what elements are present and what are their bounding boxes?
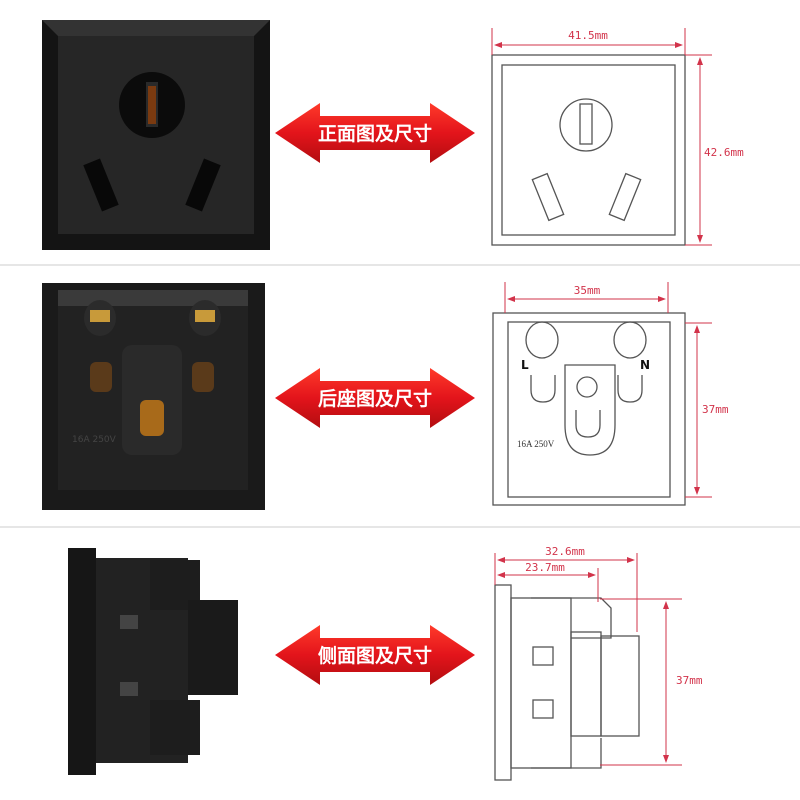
side-label: 侧面图及尺寸 bbox=[318, 644, 432, 667]
neutral-mark: N bbox=[640, 358, 650, 372]
photo-rating-text: 16A 250V bbox=[72, 435, 117, 445]
front-width-dim: 41.5mm bbox=[568, 29, 608, 42]
side-photo bbox=[68, 548, 238, 775]
front-arrow: 正面图及尺寸 bbox=[275, 103, 475, 163]
rear-arrow: 后座图及尺寸 bbox=[275, 368, 475, 428]
rear-height-dim: 37mm bbox=[702, 403, 729, 416]
live-mark: L bbox=[521, 358, 529, 372]
rear-drawing: L N 16A 250V 35mm 37mm bbox=[492, 282, 729, 506]
side-drawing: 32.6mm 23.7mm 37mm bbox=[494, 545, 703, 781]
front-height-dim: 42.6mm bbox=[704, 146, 744, 159]
rear-width-dim: 35mm bbox=[574, 284, 601, 297]
front-photo bbox=[42, 20, 270, 250]
rating-text: 16A 250V bbox=[517, 439, 555, 449]
rear-label: 后座图及尺寸 bbox=[318, 387, 432, 410]
total-depth-dim: 32.6mm bbox=[545, 545, 585, 558]
side-arrow: 侧面图及尺寸 bbox=[275, 625, 475, 685]
body-depth-dim: 23.7mm bbox=[525, 561, 565, 574]
rear-photo: 16A 250V bbox=[42, 283, 265, 510]
side-height-dim: 37mm bbox=[676, 674, 703, 687]
front-drawing: 41.5mm 42.6mm bbox=[491, 28, 744, 246]
front-label: 正面图及尺寸 bbox=[318, 122, 432, 145]
